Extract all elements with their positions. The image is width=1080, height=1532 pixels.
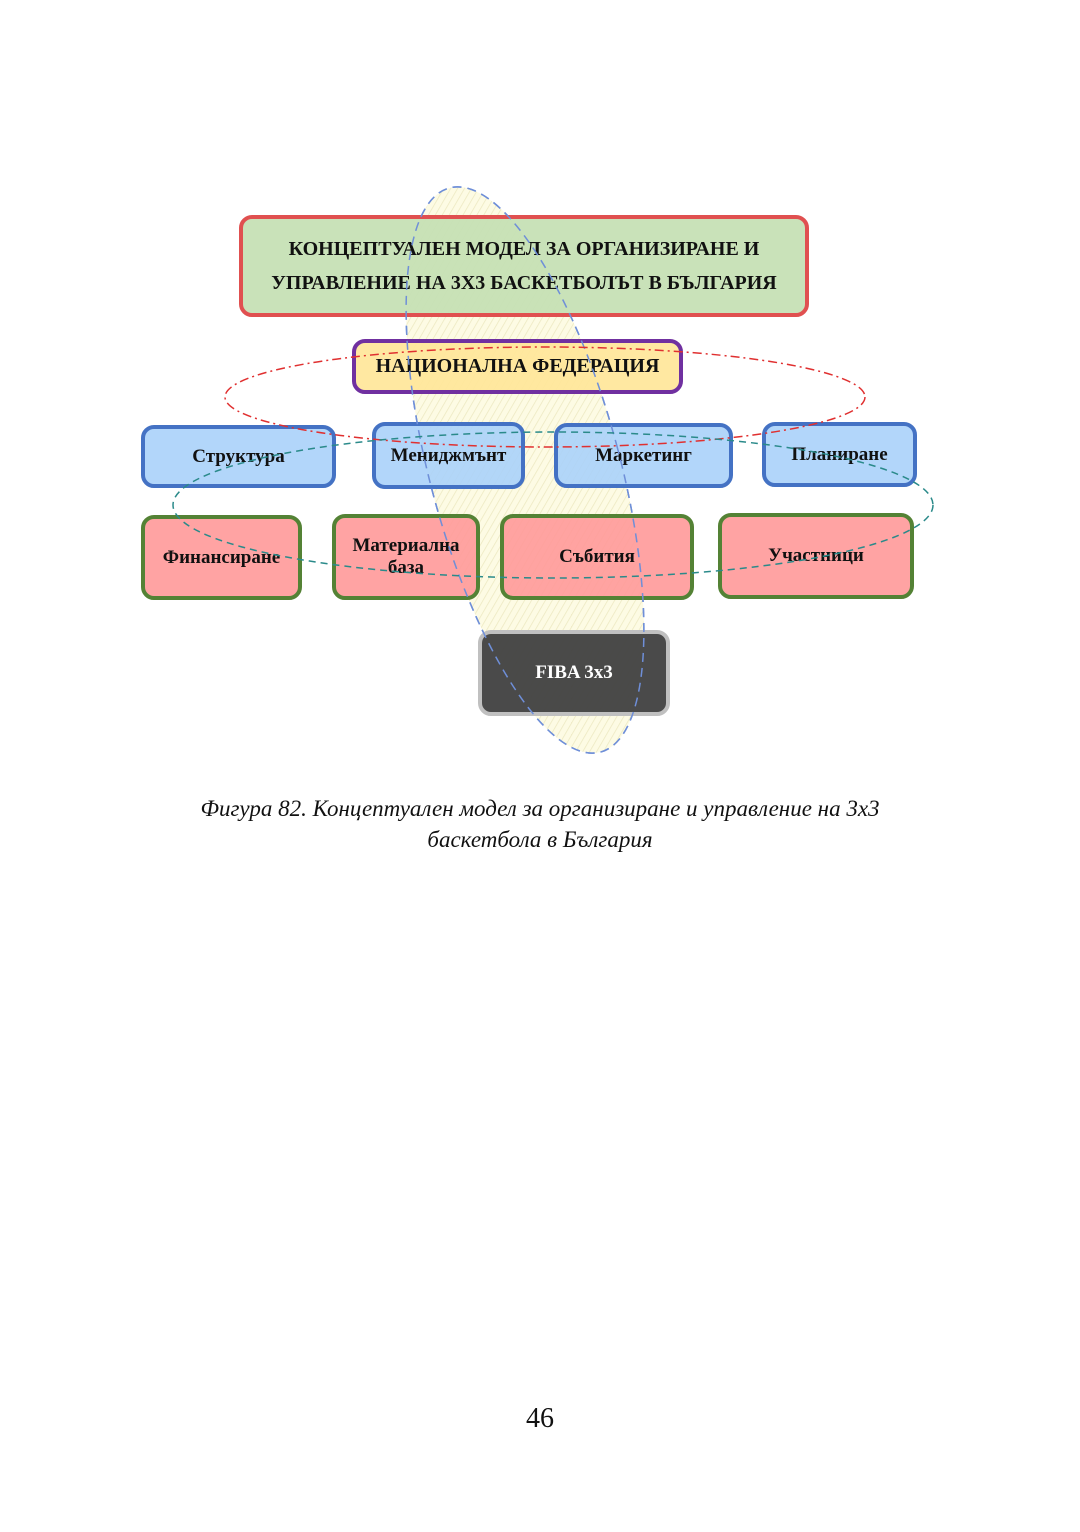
page-number: 46 — [526, 1403, 554, 1434]
planning-label: Планиране — [791, 443, 888, 465]
participants-label: Участници — [768, 545, 864, 566]
figure-caption: Фигура 82. Концептуален модел за организ… — [0, 793, 1080, 855]
participants-box: Участници — [718, 513, 914, 599]
management-label: Мениджмънт — [390, 444, 507, 466]
structure-label: Структура — [192, 445, 285, 467]
federation-ellipse — [224, 346, 866, 448]
concept-diagram: КОНЦЕПТУАЛЕН МОДЕЛ ЗА ОРГАНИЗИРАНЕ И УПР… — [141, 186, 934, 754]
material-base-box: Материална база — [332, 514, 480, 600]
marketing-box: Маркетинг — [554, 423, 733, 488]
material-base-line-1: Материална — [352, 535, 460, 556]
federation-label: НАЦИОНАЛНА ФЕДЕРАЦИЯ — [375, 355, 660, 377]
caption-line-1: Фигура 82. Концептуален модел за организ… — [200, 796, 880, 821]
financing-box: Финансиране — [141, 515, 302, 600]
planning-box: Планиране — [762, 422, 917, 487]
teal-ellipse — [172, 431, 934, 579]
diagram-ellipse-outlines — [172, 186, 934, 754]
fiba-box: FIBA 3x3 — [478, 630, 670, 716]
material-base-line-2: база — [387, 557, 425, 578]
financing-label: Финансиране — [162, 546, 281, 568]
events-label: Събития — [559, 546, 635, 567]
fiba-label: FIBA 3x3 — [535, 662, 613, 683]
structure-box: Структура — [141, 425, 336, 488]
marketing-label: Маркетинг — [595, 444, 692, 466]
management-box: Мениджмънт — [372, 422, 525, 489]
title-line-1: КОНЦЕПТУАЛЕН МОДЕЛ ЗА ОРГАНИЗИРАНЕ И — [288, 238, 760, 260]
events-box: Събития — [500, 514, 694, 600]
title-box: КОНЦЕПТУАЛЕН МОДЕЛ ЗА ОРГАНИЗИРАНЕ И УПР… — [239, 215, 809, 317]
vertical-ellipse-outline — [405, 186, 645, 754]
title-line-2: УПРАВЛЕНИЕ НА 3Х3 БАСКЕТБОЛЪТ В БЪЛГАРИЯ — [271, 272, 777, 294]
caption-line-2: баскетбола в България — [427, 827, 653, 852]
